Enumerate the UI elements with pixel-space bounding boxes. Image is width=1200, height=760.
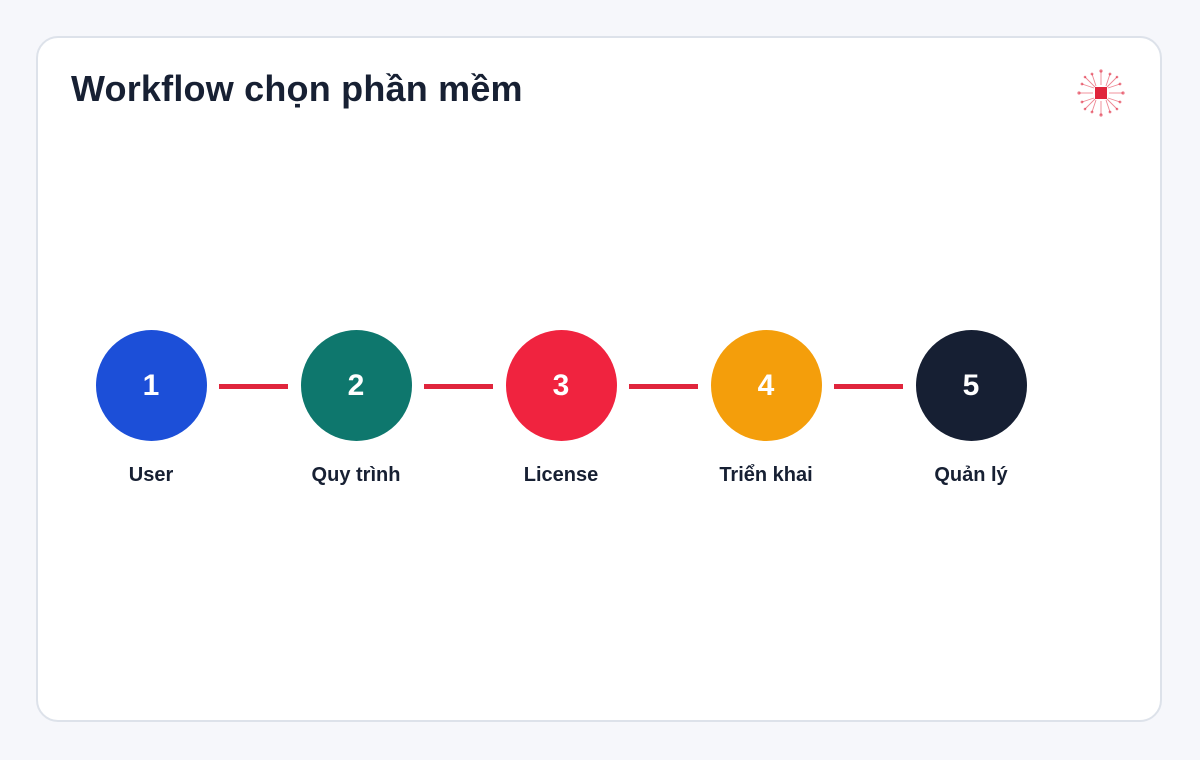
step-4-number: 4 xyxy=(757,368,775,402)
connector-1-2 xyxy=(219,384,288,389)
workflow-steps: 1 User 2 Quy trình 3 License 4 Triển kha… xyxy=(38,38,1160,720)
page-title: Workflow chọn phần mềm xyxy=(71,68,523,109)
step-5-number: 5 xyxy=(962,368,980,402)
step-2: 2 Quy trình xyxy=(266,330,446,487)
circuit-chip-icon xyxy=(1077,69,1125,117)
step-1-label: User xyxy=(128,464,174,486)
step-2-label: Quy trình xyxy=(311,464,401,486)
step-4-label: Triển khai xyxy=(719,464,813,486)
step-3-circle: 3 xyxy=(505,330,617,441)
step-4: 4 Triển khai xyxy=(676,330,856,487)
step-3-number: 3 xyxy=(552,368,570,402)
step-4-circle: 4 xyxy=(710,330,822,441)
step-1: 1 User xyxy=(61,330,241,487)
step-5: 5 Quản lý xyxy=(881,330,1061,487)
connector-4-5 xyxy=(834,384,903,389)
connector-3-4 xyxy=(629,384,698,389)
connector-2-3 xyxy=(424,384,493,389)
step-2-circle: 2 xyxy=(300,330,412,441)
workflow-card: Workflow chọn phần mềm xyxy=(36,36,1162,722)
step-1-number: 1 xyxy=(142,368,160,402)
step-5-circle: 5 xyxy=(915,330,1027,441)
step-5-label: Quản lý xyxy=(934,464,1008,486)
step-2-number: 2 xyxy=(347,368,365,402)
step-3: 3 License xyxy=(471,330,651,487)
step-1-circle: 1 xyxy=(95,330,207,441)
step-3-label: License xyxy=(523,464,599,486)
